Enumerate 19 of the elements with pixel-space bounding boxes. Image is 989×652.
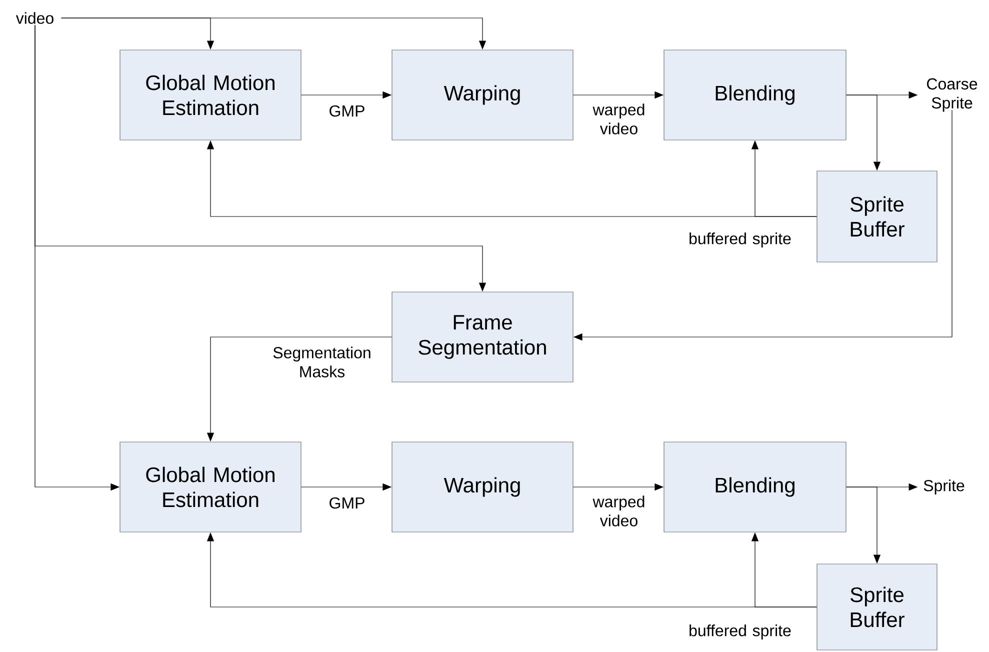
edge-label: buffered sprite <box>684 624 796 640</box>
edge-label: warped video <box>587 102 651 136</box>
signal-label: Sprite <box>924 480 964 494</box>
process-box: Sprite Buffer <box>816 564 938 650</box>
edge-label: GMP <box>326 496 368 510</box>
edge-label: warped video <box>587 494 651 528</box>
process-box: Warping <box>392 442 574 532</box>
edge-label: Segmentation Masks <box>271 346 373 378</box>
signal-label: Coarse Sprite <box>927 78 978 112</box>
process-box: Sprite Buffer <box>816 170 938 262</box>
process-box: Frame Segmentation <box>392 292 574 382</box>
edge-label: GMP <box>326 104 368 118</box>
process-box: Global Motion Estimation <box>120 442 302 532</box>
process-box: Global Motion Estimation <box>120 50 302 140</box>
process-box: Warping <box>392 50 574 140</box>
process-box: Blending <box>664 442 846 532</box>
signal-label: video <box>16 12 54 24</box>
edge-label: buffered sprite <box>684 232 796 248</box>
process-box: Blending <box>664 50 846 140</box>
